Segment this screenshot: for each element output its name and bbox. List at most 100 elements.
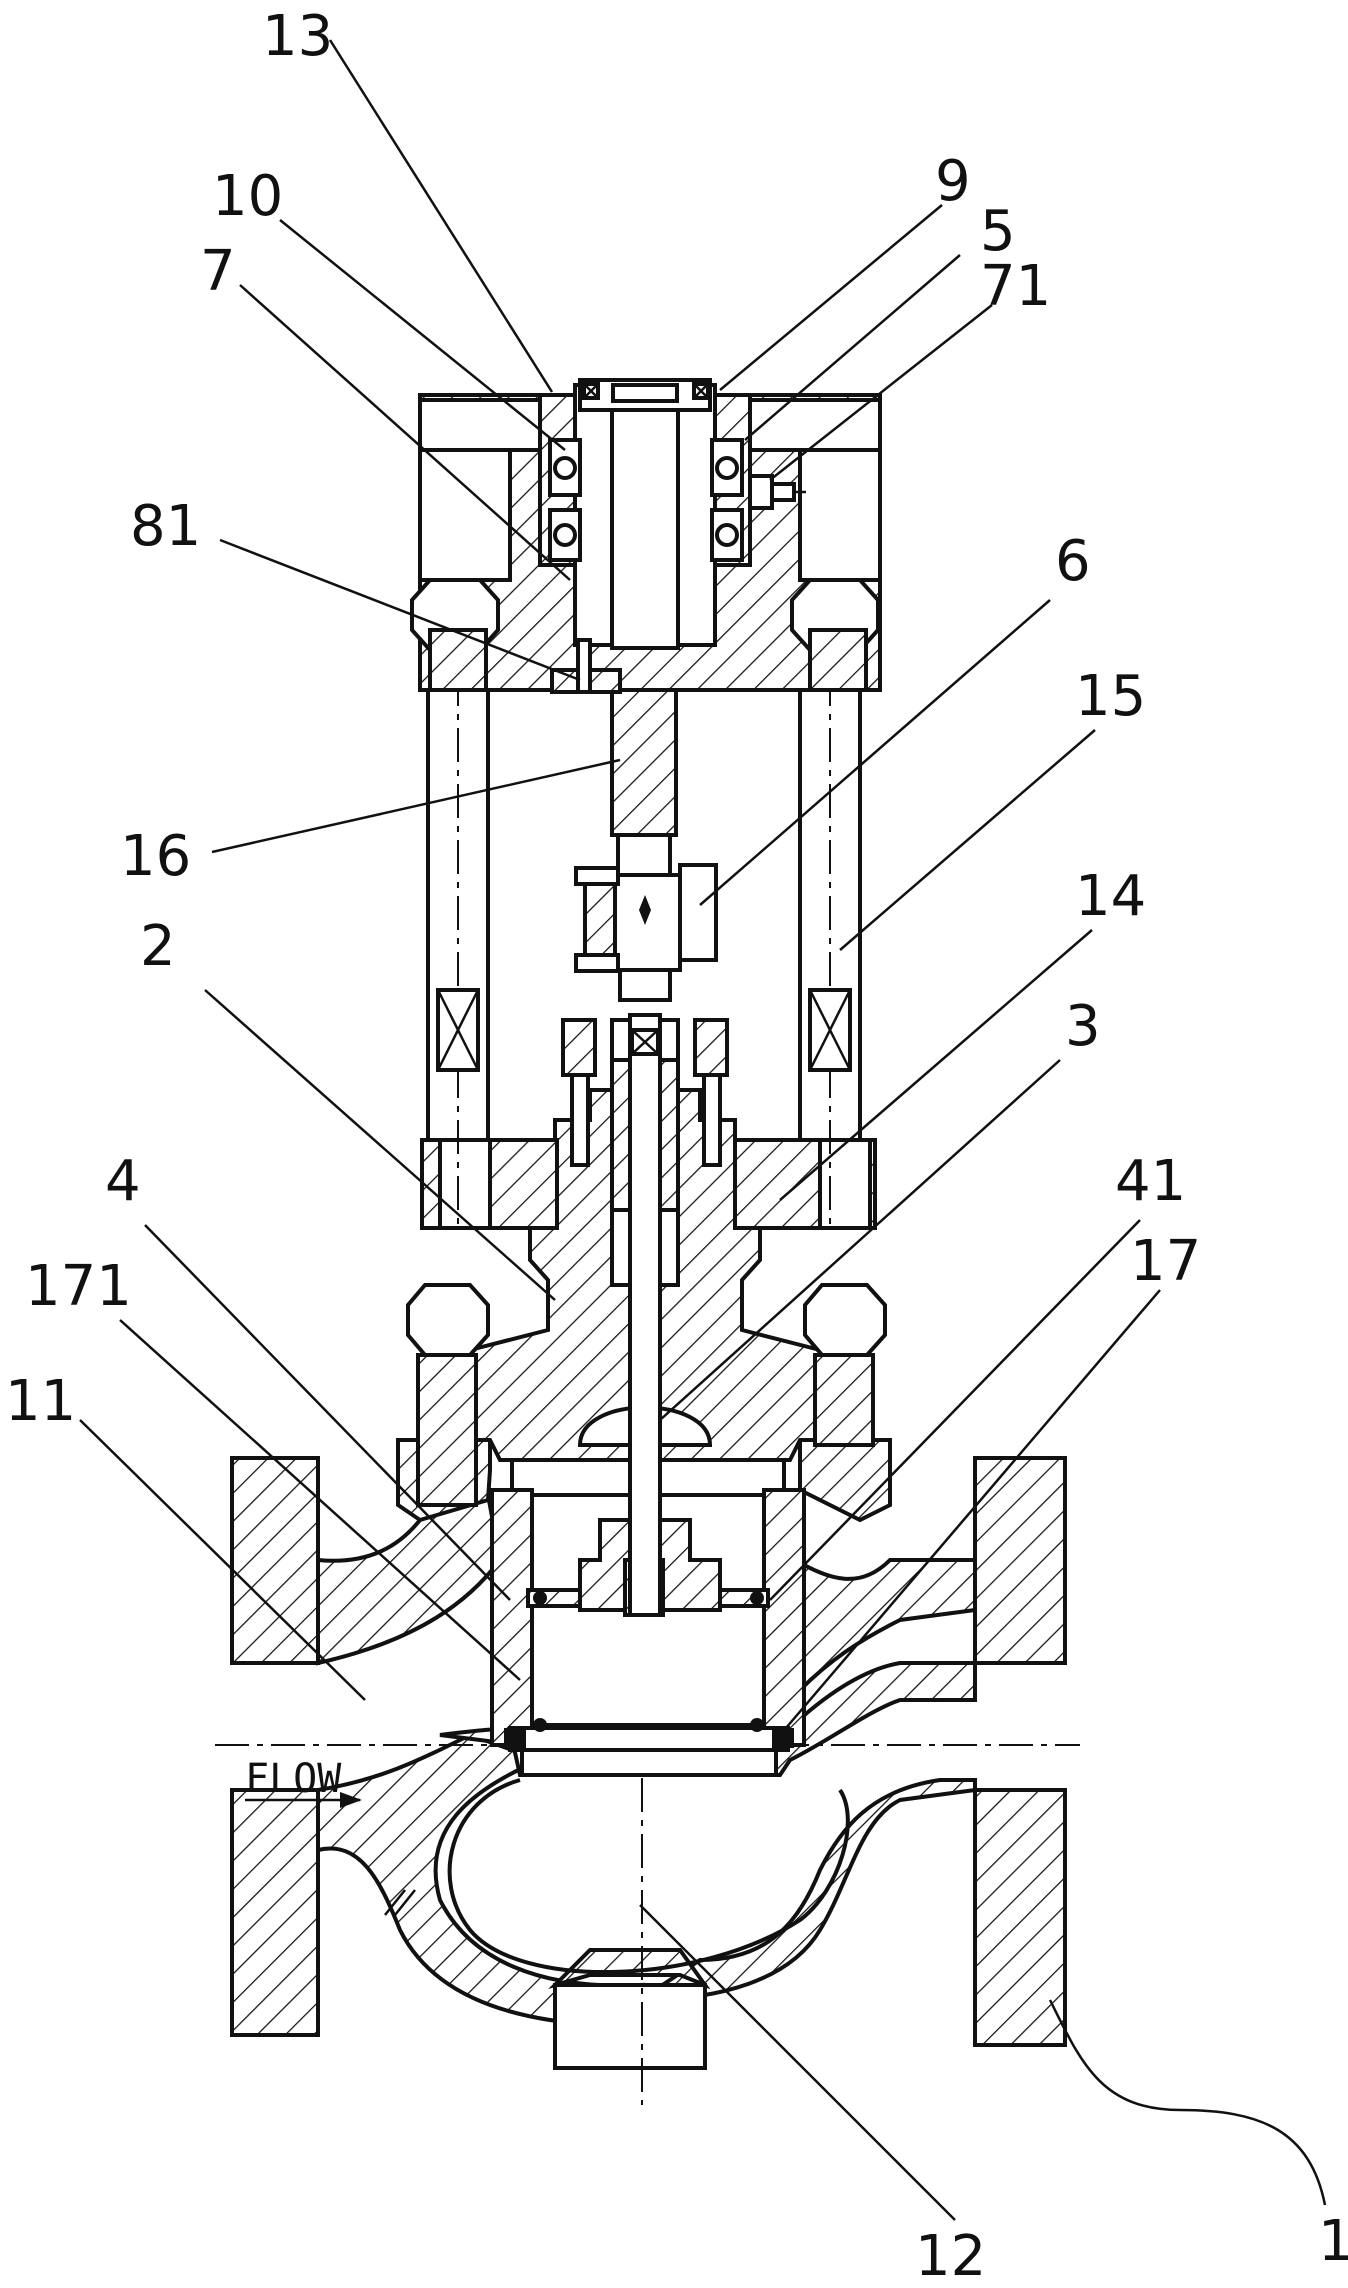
- leader-13: [328, 39, 554, 393]
- support-pillars: [426, 560, 862, 1230]
- leader-7: [239, 284, 571, 581]
- grease-nipple: [748, 474, 806, 510]
- leader-10: [279, 219, 566, 451]
- connector-right-flange: [678, 863, 718, 962]
- gland-stud-right-nut: [693, 1018, 729, 1077]
- left-flange-lower: [230, 1788, 320, 2037]
- yoke-stud-right: [808, 628, 868, 692]
- grease-nipple-hex: [748, 474, 774, 510]
- bearing-locknut-slot: [611, 383, 679, 403]
- packing-gland: [561, 1018, 729, 1212]
- label-5: 5: [980, 199, 1016, 264]
- flow-arrow-head: [340, 1792, 362, 1808]
- valve-stem: [628, 1013, 662, 1617]
- gland-stud-right: [702, 1073, 722, 1167]
- connector-clamp-bolt: [583, 878, 617, 962]
- packing-right: [658, 1058, 680, 1212]
- seat-oring-left: [533, 1718, 547, 1732]
- seat-gasket-left: [504, 1728, 526, 1748]
- bonnet-nut-right: [803, 1283, 887, 1357]
- label-7: 7: [200, 239, 236, 304]
- label-3: 3: [1065, 994, 1101, 1059]
- seat-oring-right: [750, 1718, 764, 1732]
- label-16: 16: [120, 824, 191, 889]
- connector-hex-top: [616, 833, 672, 877]
- label-81: 81: [130, 494, 201, 559]
- gland-stud-left-nut: [561, 1018, 597, 1077]
- cage-right-wall: [762, 1488, 806, 1747]
- leader-14: [779, 929, 1093, 1201]
- label-10: 10: [212, 164, 283, 229]
- connector-bolt-nut: [574, 953, 620, 973]
- leader-12: [639, 1904, 956, 2221]
- seat-gasket-right: [772, 1728, 794, 1748]
- yoke-top-left-recess: [418, 443, 512, 582]
- label-2: 2: [140, 914, 176, 979]
- leader-2: [204, 989, 556, 1301]
- label-41: 41: [1115, 1149, 1186, 1214]
- left-flange-upper: [230, 1456, 320, 1665]
- label-13: 13: [262, 4, 333, 69]
- bearing-assembly: [548, 378, 744, 562]
- label-11: 11: [5, 1369, 76, 1434]
- label-17: 17: [1130, 1229, 1201, 1294]
- right-flange-lower: [973, 1788, 1067, 2047]
- leader-11: [79, 1419, 366, 1701]
- label-171: 171: [25, 1254, 132, 1319]
- bonnet-stud-right: [813, 1353, 875, 1447]
- packing-left: [610, 1058, 632, 1212]
- bonnet-bolts: [406, 1283, 887, 1507]
- stem-connector: [574, 833, 718, 1002]
- seat-ring: [508, 1726, 790, 1752]
- body-bottom-boss: [553, 1983, 707, 2070]
- flow-label: FLOW: [245, 1756, 342, 1802]
- cage-left-wall: [490, 1488, 534, 1747]
- leader-71: [769, 304, 993, 481]
- leader-171: [119, 1319, 521, 1681]
- cage-oring-left: [533, 1591, 547, 1605]
- cage-lower-chamber: [530, 1603, 766, 1727]
- body-upper-right-wall: [792, 1556, 977, 1695]
- yoke-lower-plate: [420, 1138, 877, 1230]
- label-15: 15: [1075, 664, 1146, 729]
- gland-stud-left: [570, 1073, 590, 1167]
- leader-6: [699, 599, 1051, 906]
- body-bore-edges: [232, 1661, 1065, 1792]
- leader-17: [779, 1289, 1161, 1736]
- body-neck-right: [798, 1438, 892, 1523]
- connector-bolt-head: [574, 866, 620, 886]
- locating-screw-body: [576, 638, 592, 694]
- label-14: 14: [1075, 864, 1146, 929]
- pillar-socket-left: [438, 1138, 492, 1230]
- label-9: 9: [935, 149, 971, 214]
- bonnet-stud-left: [416, 1353, 478, 1507]
- body-bottom-boss-rib: [548, 1948, 711, 1990]
- label-12: 12: [915, 2224, 986, 2288]
- leader-9: [719, 204, 943, 391]
- bonnet-nut-left: [406, 1283, 490, 1357]
- seat-ring-base: [520, 1748, 778, 1777]
- pillar-socket-right: [818, 1138, 872, 1230]
- label-1: 1: [1318, 2209, 1348, 2274]
- right-flange-upper: [973, 1456, 1067, 1665]
- leader-16: [211, 758, 621, 854]
- leader-41: [769, 1219, 1141, 1601]
- yoke-top: [418, 383, 882, 692]
- label-6: 6: [1055, 529, 1091, 594]
- leader-5: [744, 254, 961, 441]
- leader-lines: [79, 39, 1327, 2221]
- label-4: 4: [105, 1149, 141, 1214]
- drain-plug-mark: [384, 1889, 416, 1916]
- body-lower-chamber-outline: [447, 1778, 850, 1974]
- connector-indicator: [639, 895, 651, 925]
- connector-lock-nut: [618, 968, 672, 1002]
- leader-3: [659, 1059, 1061, 1421]
- leader-15: [839, 729, 1096, 951]
- yoke-top-bolts: [410, 578, 880, 692]
- grease-nipple-body: [770, 482, 796, 502]
- body-lower-left-wall: [316, 1732, 646, 2028]
- leader-81: [219, 538, 581, 682]
- leader-4: [144, 1224, 511, 1601]
- cage-oring-right: [750, 1591, 764, 1605]
